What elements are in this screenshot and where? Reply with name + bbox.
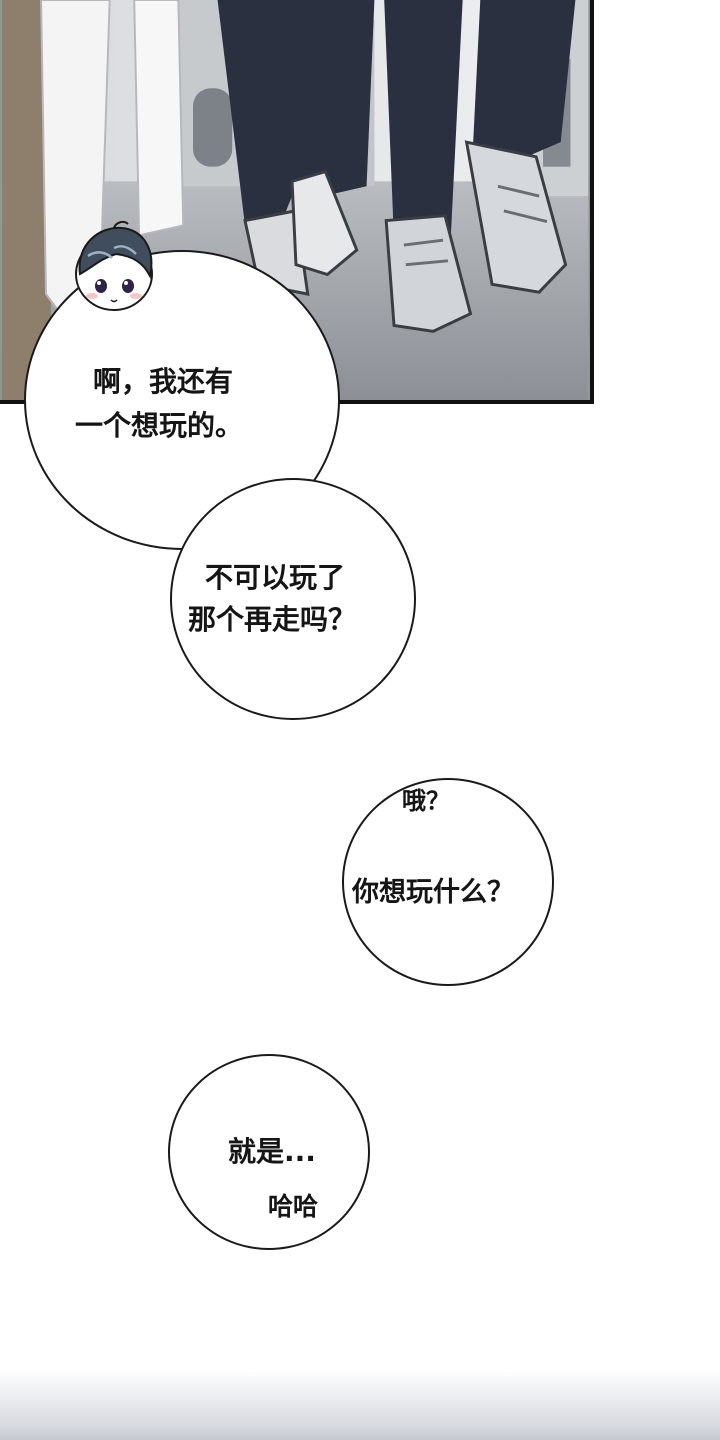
chibi-head-icon <box>66 218 162 314</box>
bubble-two-line-two: 那个再走吗？ <box>188 603 357 636</box>
bottom-panel-edge <box>0 1370 720 1440</box>
speech-bubble-four <box>168 1054 370 1250</box>
bubble-four-line-two: 哈哈 <box>268 1192 319 1221</box>
bubble-two-line-one: 不可以玩了 <box>205 561 346 594</box>
speech-bubble-three <box>342 778 554 986</box>
bubble-three-line-one: 哦？ <box>402 787 450 815</box>
bubble-four-line-one: 就是... <box>228 1135 316 1168</box>
bubble-one-line-one: 啊，我还有 <box>93 365 234 398</box>
speech-bubble-two <box>170 478 416 720</box>
bubble-one-line-two: 一个想玩的。 <box>75 409 244 442</box>
bubble-three-line-two: 你想玩什么？ <box>352 877 514 908</box>
